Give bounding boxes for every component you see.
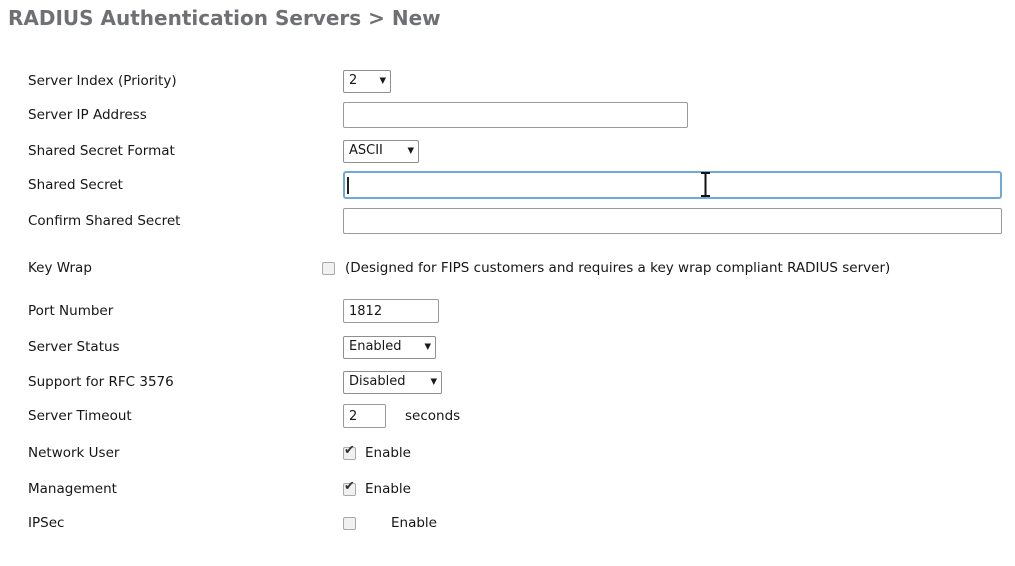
secret-format-select-wrap: ASCII ▼	[343, 139, 419, 163]
rfc3576-label: Support for RFC 3576	[28, 374, 174, 390]
network-user-label: Network User	[28, 445, 120, 461]
row-port-number: Port Number	[28, 296, 439, 326]
text-caret	[347, 177, 349, 194]
key-wrap-checkbox[interactable]	[322, 261, 335, 275]
row-management: Management Enable	[28, 474, 411, 504]
server-status-select[interactable]: Enabled	[343, 335, 436, 359]
server-status-label: Server Status	[28, 339, 120, 355]
shared-secret-input[interactable]	[343, 171, 1002, 199]
row-network-user: Network User Enable	[28, 438, 411, 468]
row-secret-format: Shared Secret Format ASCII ▼	[28, 136, 419, 166]
network-user-checkbox[interactable]	[343, 443, 356, 460]
server-status-select-wrap: Enabled ▼	[343, 335, 436, 359]
key-wrap-note: (Designed for FIPS customers and require…	[345, 260, 891, 276]
server-ip-label: Server IP Address	[28, 107, 147, 123]
ipsec-label: IPSec	[28, 515, 65, 531]
row-key-wrap: Key Wrap (Designed for FIPS customers an…	[28, 253, 890, 283]
row-shared-secret: Shared Secret	[28, 170, 1002, 200]
confirm-secret-label: Confirm Shared Secret	[28, 213, 181, 229]
ipsec-checkbox[interactable]	[343, 516, 356, 530]
row-ipsec: IPSec Enable	[28, 508, 437, 538]
server-timeout-suffix: seconds	[405, 408, 461, 424]
server-timeout-input[interactable]	[343, 404, 386, 428]
row-server-index: Server Index (Priority) 2 ▼	[28, 66, 391, 96]
shared-secret-label: Shared Secret	[28, 177, 123, 193]
confirm-secret-input[interactable]	[343, 208, 1002, 234]
row-server-timeout: Server Timeout seconds	[28, 401, 460, 431]
management-label: Management	[28, 481, 117, 497]
row-confirm-secret: Confirm Shared Secret	[28, 206, 1002, 236]
port-number-input[interactable]	[343, 299, 439, 323]
server-timeout-label: Server Timeout	[28, 408, 132, 424]
network-user-enable-label: Enable	[365, 445, 411, 461]
management-checkbox[interactable]	[343, 479, 356, 496]
port-number-label: Port Number	[28, 303, 114, 319]
secret-format-select[interactable]: ASCII	[343, 139, 419, 163]
rfc3576-select-wrap: Disabled ▼	[343, 370, 442, 394]
page-title: RADIUS Authentication Servers > New	[8, 6, 441, 30]
server-index-select[interactable]: 2	[343, 69, 391, 93]
row-server-status: Server Status Enabled ▼	[28, 332, 436, 362]
row-rfc3576: Support for RFC 3576 Disabled ▼	[28, 367, 442, 397]
secret-format-label: Shared Secret Format	[28, 143, 175, 159]
ipsec-enable-label: Enable	[391, 515, 437, 531]
management-enable-label: Enable	[365, 481, 411, 497]
server-index-label: Server Index (Priority)	[28, 73, 177, 89]
server-index-select-wrap: 2 ▼	[343, 69, 391, 93]
rfc3576-select[interactable]: Disabled	[343, 370, 442, 394]
key-wrap-label: Key Wrap	[28, 260, 92, 276]
row-server-ip: Server IP Address	[28, 100, 688, 130]
server-ip-input[interactable]	[343, 102, 688, 128]
